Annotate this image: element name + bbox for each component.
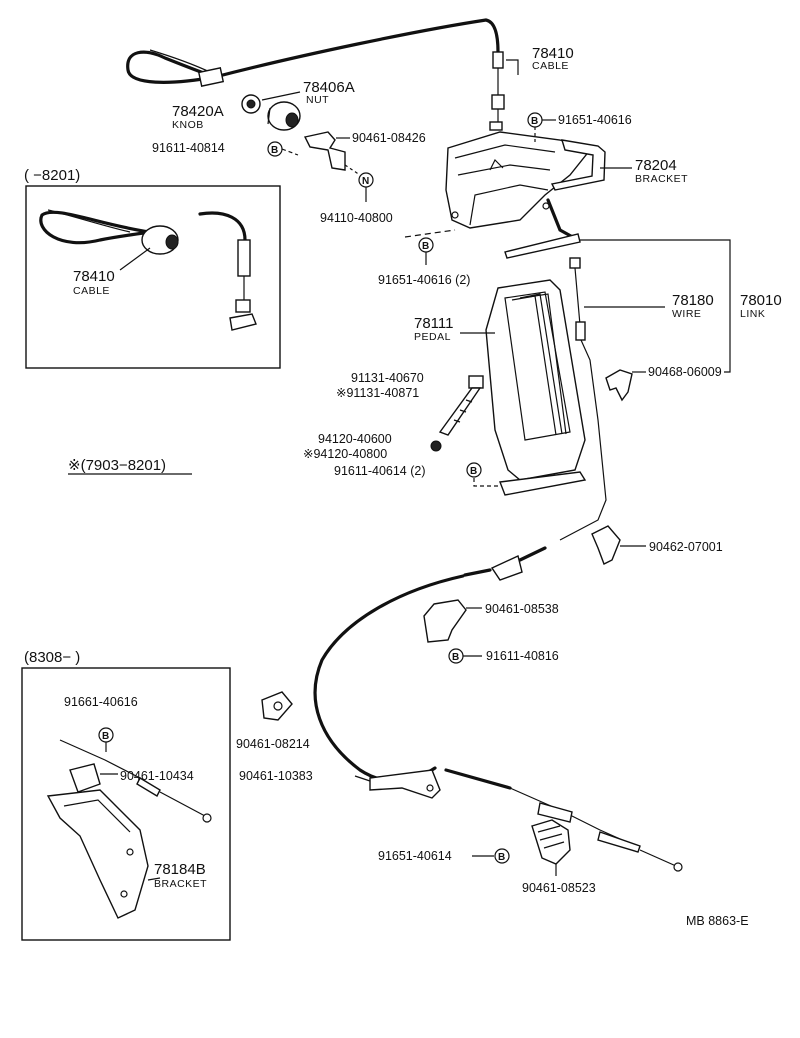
clip-90461-08538 [423,599,467,643]
label-90461-08523: 90461-08523 [522,881,596,895]
inset-top-cable-name: CABLE [73,285,110,297]
label-nut-name: NUT [306,94,329,106]
wire-78180 [559,257,607,541]
bolt-callout-b: B [271,145,278,156]
label-91131-40670: 91131-40670 [351,371,424,385]
nut-78406A [241,94,261,114]
inset-top-cable-num: 78410 [73,268,115,285]
nut-callout-n: N [362,176,369,187]
label-pedal-78111: 78111 [414,315,454,332]
label-knob-78420A: 78420A [172,103,224,120]
inset-bottom-bracket-name: BRACKET [154,878,207,890]
clip-90461-08523 [531,819,571,865]
label-94120-40600: 94120-40600 [318,432,392,446]
label-90468-06009: 90468-06009 [648,365,722,379]
label-wire-78180: 78180 [672,292,714,309]
knob-78420A [267,101,301,131]
bolt-callout-b-2: B [531,116,538,127]
link-rod [504,198,581,259]
label-cable-78410: 78410 [532,45,574,62]
clip-90468-06009 [605,369,633,402]
label-wire-name: WIRE [672,308,701,320]
label-90462-07001: 90462-07001 [649,540,723,554]
label-nut-78406A: 78406A [303,79,355,96]
label-91651-40614: 91651-40614 [378,849,452,863]
label-90461-08538: 90461-08538 [485,602,559,616]
inset-bottom-bracket-num: 78184B [154,861,206,878]
bolt-91131 [438,375,484,436]
label-cable-name: CABLE [532,60,569,72]
label-link-name: LINK [740,308,765,320]
clip-90461-08426 [303,131,346,171]
label-pedal-name: PEDAL [414,331,451,343]
bolt-callout-b-6: B [498,852,505,863]
lower-cable [313,546,683,872]
pedal-78111 [485,279,587,496]
label-91651-40616-2: 91651-40616 (2) [378,273,470,287]
bracket-90461-10383 [369,769,441,799]
inset-bottom-90461-10434: 90461-10434 [120,769,194,783]
label-91611-40814: 91611-40814 [152,141,225,155]
accelerator-cable-78410 [126,18,505,131]
bracket-78204 [445,131,606,229]
footer-code: MB 8863-E [686,914,749,928]
inset-bottom-91661-40616: 91661-40616 [64,695,138,709]
inset-bottom: (8308− ) 91661-40616 B 90461-10434 78184… [21,649,231,941]
clip-90462-07001 [591,525,621,565]
bolt-callout-b-4: B [470,466,477,477]
bolt-callout-b-5: B [452,652,459,663]
label-91131-40871: ※91131-40871 [336,386,419,400]
label-90461-08214: 90461-08214 [236,737,310,751]
label-91611-40816: 91611-40816 [486,649,559,663]
inset-top-range: ( −8201) [24,167,80,184]
label-94120-40800: ※94120-40800 [303,447,387,461]
note-range: ※(7903−8201) [68,457,166,474]
inset-top: ( −8201) 78410 CABLE [24,167,281,369]
label-knob-name: KNOB [172,119,204,131]
label-91611-40614-2: 91611-40614 (2) [334,464,426,478]
clip-90461-08214 [261,691,293,721]
label-bracket-name: BRACKET [635,173,688,185]
label-bracket-78204: 78204 [635,157,677,174]
label-94110-40800: 94110-40800 [320,211,393,225]
label-link-78010: 78010 [740,292,782,309]
inset-bottom-range: (8308− ) [24,649,80,666]
bolt-callout-b-7: B [102,731,109,742]
label-90461-08426: 90461-08426 [352,131,426,145]
label-91651-40616: 91651-40616 [558,113,632,127]
bolt-callout-b-3: B [422,241,429,252]
label-90461-10383: 90461-10383 [239,769,313,783]
